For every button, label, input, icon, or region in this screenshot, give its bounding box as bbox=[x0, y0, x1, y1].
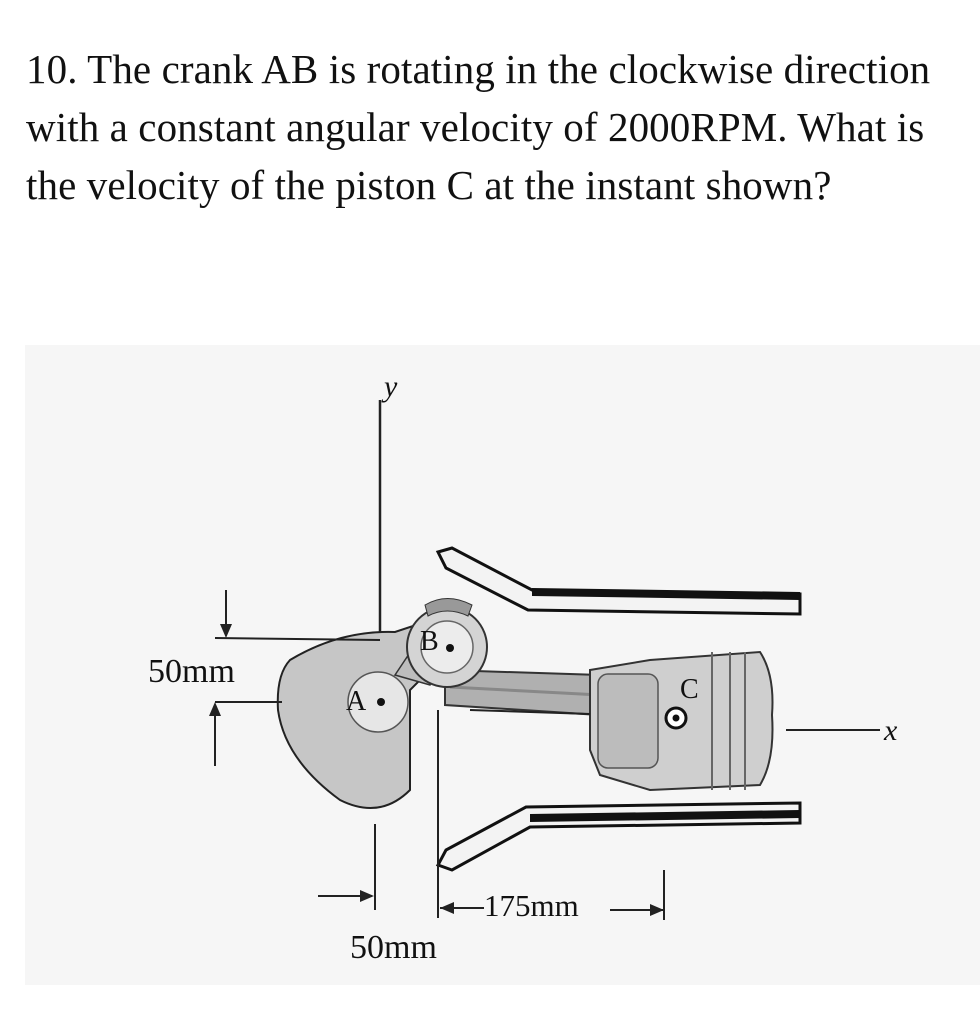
cylinder-upper-edge bbox=[532, 588, 800, 600]
mechanism-diagram: y A B C x bbox=[25, 345, 980, 985]
point-c-marker bbox=[672, 714, 680, 722]
problem-line-3: the velocity of the piston C at the inst… bbox=[26, 162, 832, 208]
problem-line-2: with a constant angular velocity of 2000… bbox=[26, 104, 925, 150]
figure-background bbox=[25, 345, 980, 985]
problem-number: 10. bbox=[26, 46, 78, 92]
dimension-arrow-bottom-head bbox=[209, 702, 221, 716]
problem-line-1: 10. The crank AB is rotating in the cloc… bbox=[26, 40, 971, 98]
x-axis-label: x bbox=[883, 714, 898, 747]
point-a-label: A bbox=[346, 686, 367, 717]
point-b-label: B bbox=[420, 626, 439, 657]
problem-statement: 10. The crank AB is rotating in the cloc… bbox=[26, 40, 971, 214]
problem-text-1: The crank AB is rotating in the clockwis… bbox=[87, 46, 931, 92]
point-b-marker bbox=[446, 644, 454, 652]
rod-dimension-left-head bbox=[440, 902, 454, 914]
vertical-offset-label: 50mm bbox=[148, 653, 235, 690]
piston-skirt bbox=[597, 673, 659, 769]
dimension-extension-top bbox=[214, 637, 381, 641]
rod-bolt-cap bbox=[424, 598, 473, 617]
point-a-marker bbox=[377, 698, 385, 706]
dimension-arrow-top-head bbox=[220, 624, 232, 638]
reference-line-a bbox=[469, 709, 591, 715]
rod-length-label: 175mm bbox=[484, 888, 579, 923]
rod-dimension-right-head bbox=[650, 904, 664, 916]
y-axis-label: y bbox=[381, 370, 398, 403]
dimension-arrow-left-head bbox=[360, 890, 374, 902]
rod-highlight bbox=[449, 685, 601, 697]
point-c-label: C bbox=[680, 674, 699, 705]
cylinder-lower-edge bbox=[530, 810, 800, 822]
horizontal-offset-label: 50mm bbox=[350, 929, 437, 966]
crank-piston-figure: y A B C x bbox=[0, 330, 980, 1024]
